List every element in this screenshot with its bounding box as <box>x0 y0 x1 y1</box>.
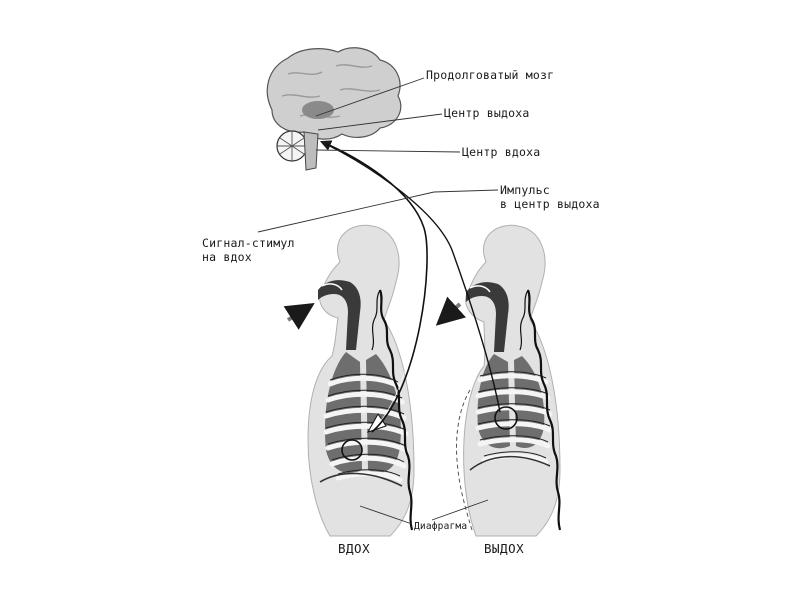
figure-exhale-airway <box>466 282 509 352</box>
exhale-air-arrow <box>435 296 467 326</box>
inhale-air-arrow <box>283 302 315 330</box>
label-impulse-line2: в центр выдоха <box>500 197 600 211</box>
label-signal-line2: на вдох <box>202 250 252 264</box>
figure-exhale-diaphragm <box>469 455 551 471</box>
label-signal-line1: Сигнал-стимул <box>202 236 295 250</box>
figure-inhale-diaphragm <box>319 472 403 487</box>
brain-illustration <box>266 47 402 171</box>
figure-inhale <box>283 224 415 537</box>
label-inhale-center: Центр вдоха <box>462 145 541 159</box>
signal-pathway-left-inner <box>373 231 423 429</box>
figure-inhale-heart-marker <box>341 439 363 461</box>
leader-lines <box>257 77 499 525</box>
label-medulla: Продолговатый мозг <box>426 68 555 82</box>
brainstem <box>303 131 319 171</box>
label-signal: Сигнал-стимул на вдох <box>202 236 295 264</box>
label-diaphragm: Диафрагма <box>414 521 468 532</box>
label-exhale-center: Центр выдоха <box>444 106 530 120</box>
label-impulse: Импульс в центр выдоха <box>500 183 600 211</box>
figure-inhale-spine <box>378 289 414 531</box>
midbrain <box>302 101 334 119</box>
figure-exhale-heart-marker <box>494 406 518 430</box>
figure-exhale-spine <box>526 289 562 531</box>
figure-exhale <box>435 224 562 537</box>
label-inhale: ВДОХ <box>338 541 371 556</box>
label-exhale: ВЫДОХ <box>484 541 525 556</box>
label-impulse-line1: Импульс <box>500 183 550 197</box>
impulse-pathway-right <box>325 143 501 413</box>
figure-inhale-airway <box>318 280 361 350</box>
signal-pathway-left <box>319 140 428 433</box>
figure-inhale-ribs <box>323 375 409 483</box>
